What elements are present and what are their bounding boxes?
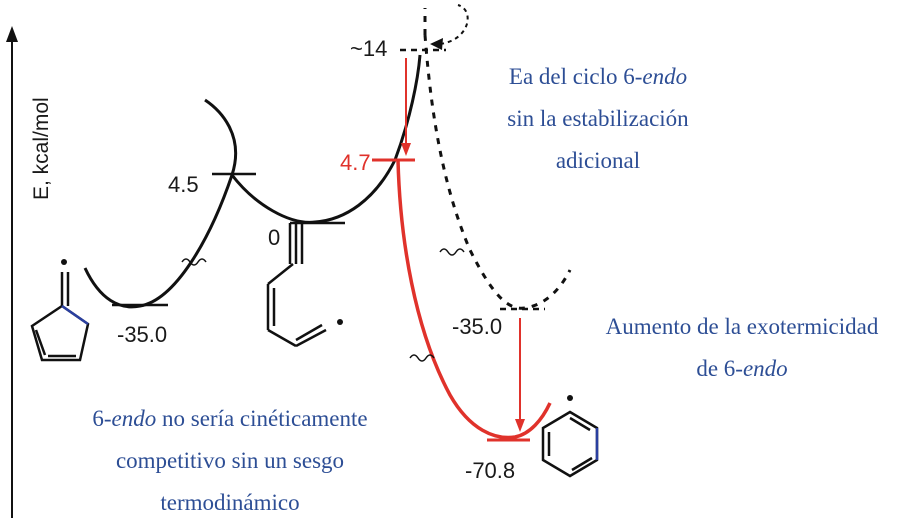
note-activation-energy: Ea del ciclo 6-endo sin la estabilizació…: [478, 56, 718, 182]
phenyl-radical-structure: [541, 395, 599, 478]
curved-arrow: [439, 4, 469, 45]
note-exothermicity: Aumento de la exotermicidad de 6-endo: [578, 306, 906, 390]
energy-label-left-ts: 4.5: [168, 172, 199, 197]
note-kinetic-line2: competitivo sin un sesgo: [115, 448, 345, 473]
energy-label-dashed-ts: ~14: [350, 36, 387, 61]
squiggle-dashed: [439, 248, 465, 256]
red-energy-curve: [396, 159, 552, 440]
note-exo-line2: de 6-endo: [696, 356, 788, 381]
black-energy-curve-right: [230, 54, 422, 224]
black-energy-curve: [83, 98, 238, 309]
arrow-ts-lowering: [401, 58, 411, 156]
energy-label-left-min: -35.0: [117, 322, 167, 347]
energy-label-red-ts: 4.7: [340, 150, 371, 175]
axis-label: E, kcal/mol: [30, 97, 53, 200]
energy-axis: [6, 26, 18, 518]
note-kinetic-line3: termodinámico: [160, 490, 300, 515]
enediyne-radical-structure: [266, 223, 343, 348]
note-ea-line1: Ea del ciclo 6-endo: [508, 64, 688, 89]
energy-label-dashed-min: -35.0: [452, 314, 502, 339]
energy-label-center-min: 0: [268, 225, 280, 250]
note-exo-line1: Aumento de la exotermicidad: [605, 314, 879, 339]
energy-label-red-min: -70.8: [465, 458, 515, 483]
note-kinetic-competition: 6-endo no sería cinéticamente competitiv…: [50, 398, 410, 524]
arrow-exothermicity: [515, 318, 525, 432]
note-ea-line2: sin la estabilización: [507, 106, 689, 131]
note-ea-line3: adicional: [555, 148, 641, 173]
squiggle-red: [409, 354, 435, 362]
note-kinetic-line1: 6-endo no sería cinéticamente: [92, 406, 368, 431]
fulvene-radical-structure: [30, 259, 90, 362]
squiggle-left: [181, 258, 207, 266]
